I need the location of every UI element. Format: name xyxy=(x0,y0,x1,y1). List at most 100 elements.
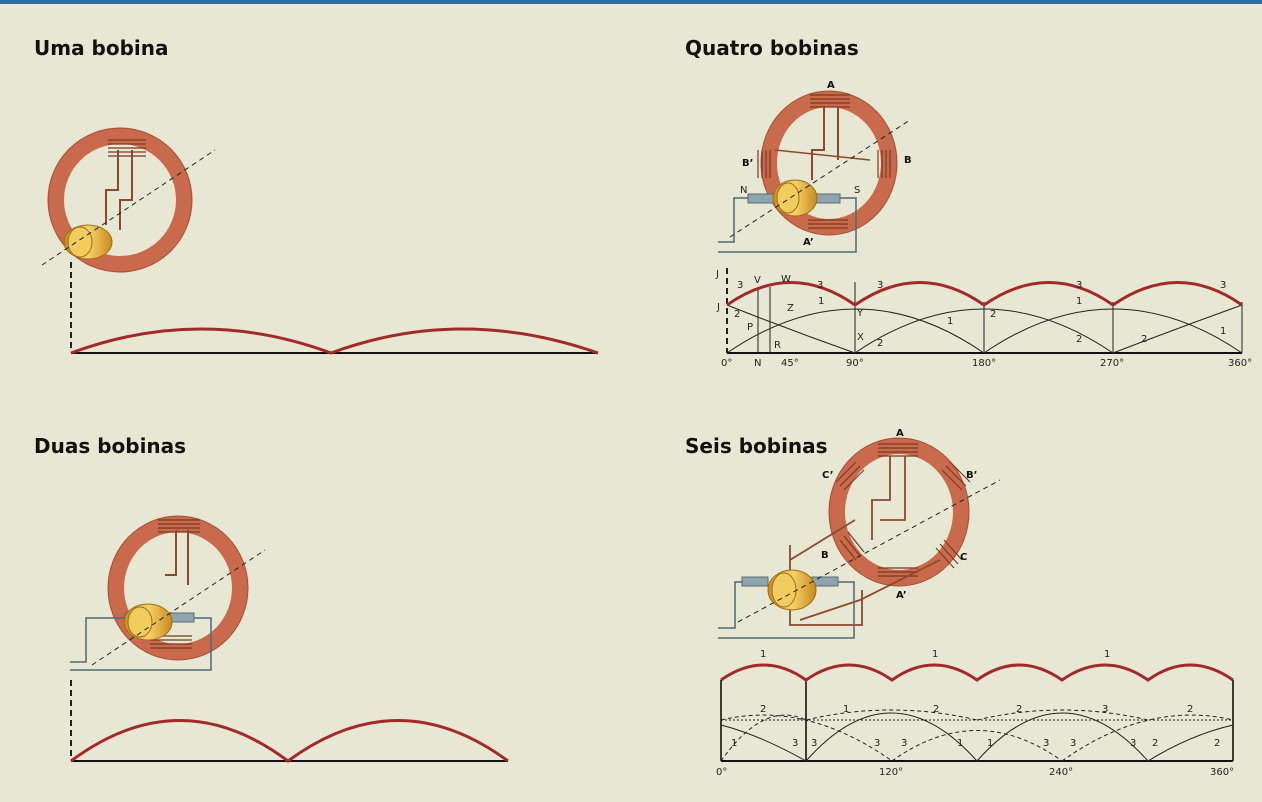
component-arches-solid xyxy=(720,712,1234,762)
vertical-gridlines xyxy=(757,282,1243,353)
curve-label-1: 1 xyxy=(760,649,766,660)
coil-winding-b xyxy=(877,150,891,178)
label-c: C xyxy=(960,552,967,563)
uma-bobina-graph xyxy=(70,327,599,355)
label-n-axis: N xyxy=(754,358,761,369)
brush-n xyxy=(747,193,775,204)
output-wave xyxy=(720,663,1234,682)
curve-label-2: 2 xyxy=(933,704,939,715)
seis-bobinas-graph: 1 1 1 2 1 2 2 3 2 1 3 3 3 3 1 1 3 3 3 2 … xyxy=(716,649,1234,778)
tick-0: 0° xyxy=(721,358,732,369)
uma-bobina-machine xyxy=(41,127,216,352)
commutator xyxy=(63,224,113,260)
curve-label-1: 1 xyxy=(947,316,953,327)
wire-left xyxy=(718,197,748,243)
curve-label-3: 3 xyxy=(877,280,883,291)
title-seis-bobinas: Seis bobinas xyxy=(685,434,828,458)
tick-240: 240° xyxy=(1049,767,1073,778)
curve-label-3: 3 xyxy=(874,738,880,749)
tick-360: 360° xyxy=(1228,358,1252,369)
label-b-prime: B’ xyxy=(966,470,977,481)
label-b-prime: B’ xyxy=(742,158,753,169)
curve-label-3: 3 xyxy=(1076,280,1082,291)
curve-label-3: 3 xyxy=(901,738,907,749)
axis-line xyxy=(91,549,266,666)
curve-label-3: 3 xyxy=(1043,738,1049,749)
coil-winding-a-prime xyxy=(878,567,918,577)
curve-label-3: 3 xyxy=(811,738,817,749)
coil-winding-a xyxy=(810,94,850,108)
label-j-mid: J xyxy=(716,302,720,313)
quatro-bobinas-machine: A B B’ A’ N S xyxy=(718,80,912,253)
label-a: A xyxy=(896,428,904,439)
tick-360: 360° xyxy=(1210,767,1234,778)
curve-label-2: 2 xyxy=(990,309,996,320)
tick-0: 0° xyxy=(716,767,727,778)
coil-winding-c-prime xyxy=(835,461,865,491)
label-c-prime: C’ xyxy=(822,470,834,481)
axis-line xyxy=(41,149,216,266)
coil-winding-top xyxy=(158,519,200,533)
label-j-top: J xyxy=(715,269,719,280)
brush-s xyxy=(813,193,841,204)
curve-label-2: 2 xyxy=(877,338,883,349)
seis-bobinas-machine: A B’ C’ B C A’ xyxy=(718,428,1001,639)
coil-winding-a xyxy=(878,443,918,457)
tick-180: 180° xyxy=(972,358,996,369)
curve-label-1: 1 xyxy=(731,738,737,749)
commutator xyxy=(772,179,818,217)
curve-label-3: 3 xyxy=(1220,280,1226,291)
coil-winding-b-prime xyxy=(941,461,971,491)
curve-label-2: 2 xyxy=(734,309,740,320)
title-quatro-bobinas: Quatro bobinas xyxy=(685,36,859,60)
wire-right xyxy=(718,581,855,639)
curve-label-3: 3 xyxy=(1070,738,1076,749)
label-a: A xyxy=(827,80,835,91)
curve-label-2: 2 xyxy=(1214,738,1220,749)
title-uma-bobina: Uma bobina xyxy=(34,36,169,60)
axis-line xyxy=(737,479,1001,623)
component-arches xyxy=(726,304,1243,354)
label-z: Z xyxy=(787,303,794,314)
curve-label-1: 1 xyxy=(1104,649,1110,660)
tick-270: 270° xyxy=(1100,358,1124,369)
label-s: S xyxy=(854,185,860,196)
output-wave xyxy=(726,281,1243,307)
curve-label-1: 1 xyxy=(1076,296,1082,307)
output-wave xyxy=(70,327,599,355)
duas-bobinas-machine xyxy=(70,515,266,758)
tick-90: 90° xyxy=(846,358,864,369)
coil-winding-c xyxy=(935,539,963,569)
wire-left xyxy=(70,617,125,663)
curve-label-1: 1 xyxy=(932,649,938,660)
curve-label-1: 1 xyxy=(1220,326,1226,337)
curve-label-3: 3 xyxy=(792,738,798,749)
curve-label-3: 3 xyxy=(817,280,823,291)
curve-label-3: 3 xyxy=(1102,704,1108,715)
top-accent-bar xyxy=(0,0,1262,4)
duas-bobinas-graph xyxy=(70,719,509,763)
quatro-bobinas-graph: J J V W Z P R N Y X 3 3 3 3 3 1 1 1 1 2 … xyxy=(715,268,1252,369)
curve-label-1: 1 xyxy=(843,704,849,715)
commutator xyxy=(123,603,173,641)
label-a-prime: A’ xyxy=(896,590,907,601)
curve-label-2: 2 xyxy=(760,704,766,715)
coil-winding-bottom xyxy=(150,635,192,649)
label-n: N xyxy=(740,185,747,196)
curve-label-2: 2 xyxy=(1152,738,1158,749)
curve-label-3: 3 xyxy=(1130,738,1136,749)
label-x: X xyxy=(857,332,864,343)
label-b: B xyxy=(904,155,912,166)
tick-120: 120° xyxy=(879,767,903,778)
coil-winding xyxy=(108,139,146,157)
brush-right xyxy=(169,612,195,623)
label-b: B xyxy=(821,550,829,561)
curve-label-1: 1 xyxy=(957,738,963,749)
curve-label-1: 1 xyxy=(987,738,993,749)
label-a-prime: A’ xyxy=(803,237,814,248)
label-w: W xyxy=(781,274,791,285)
tick-45: 45° xyxy=(781,358,799,369)
curve-label-2: 2 xyxy=(1016,704,1022,715)
output-wave xyxy=(70,719,509,763)
coil-winding-b-prime xyxy=(757,150,771,178)
